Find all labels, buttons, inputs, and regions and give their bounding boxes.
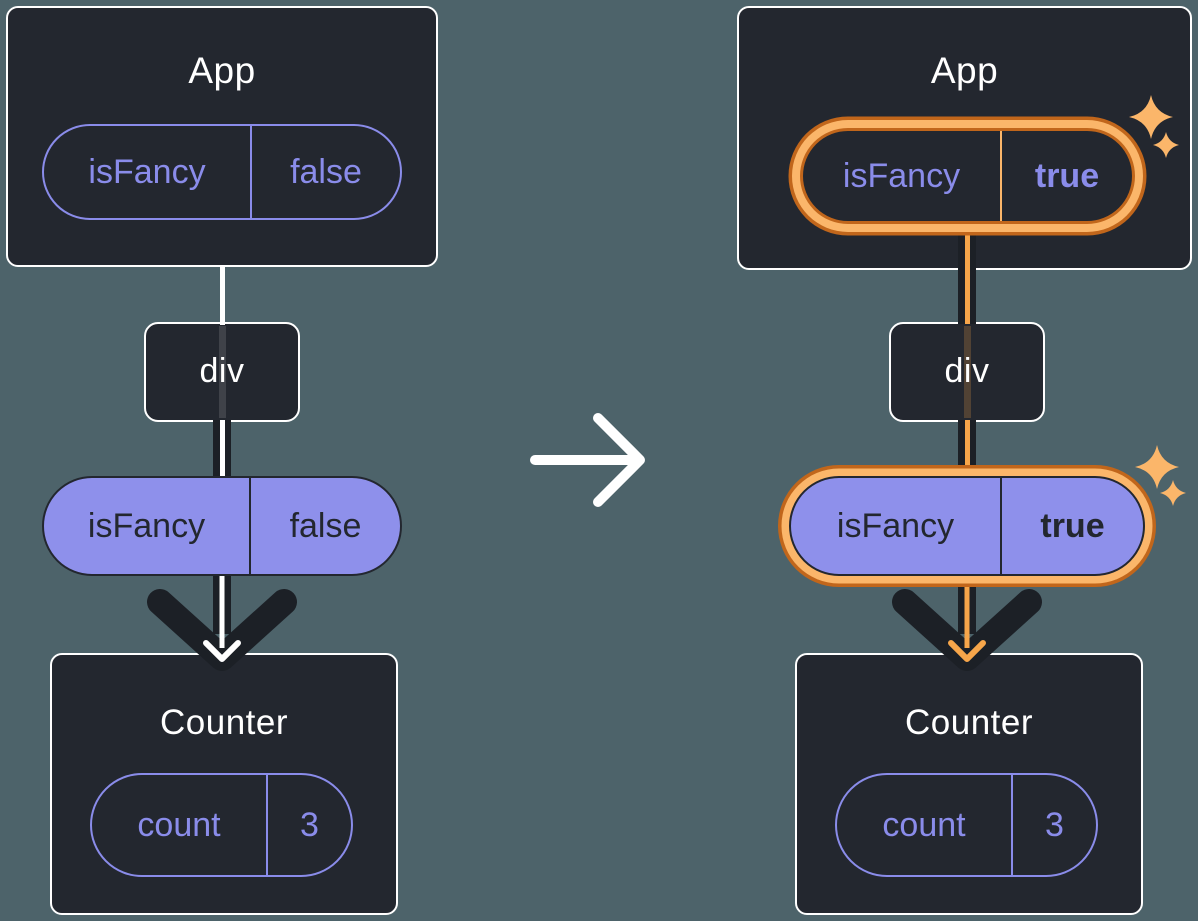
- pill-value: 3: [300, 805, 319, 844]
- counter-state-pill: count 3: [835, 773, 1098, 877]
- counter-node-title: Counter: [904, 703, 1034, 742]
- prop-flow-through-div: [218, 326, 226, 418]
- app-state-pill: isFancy false: [42, 124, 402, 220]
- pill-value: true: [1034, 156, 1100, 195]
- div-node: div: [144, 322, 300, 422]
- counter-state-pill: count 3: [90, 773, 353, 877]
- prop-flow-stripe: [964, 420, 970, 479]
- pill-value: true: [1040, 506, 1105, 545]
- passed-prop-pill-highlighted: isFancy true: [789, 476, 1145, 576]
- transition-arrow-icon: [530, 413, 645, 507]
- prop-flow-stripe: [964, 230, 970, 324]
- sparkle-icon-large: [1135, 445, 1179, 489]
- pill-value: false: [289, 506, 362, 545]
- prop-flow-stripe: [219, 420, 225, 479]
- app-node-title: App: [930, 50, 999, 91]
- sparkle-icon-large: [1129, 95, 1173, 139]
- div-node-title: div: [199, 352, 245, 390]
- pill-key: isFancy: [791, 478, 1002, 574]
- app-node-title: App: [188, 50, 256, 91]
- prop-arrow: [147, 572, 297, 671]
- pill-key: isFancy: [803, 131, 1002, 221]
- sparkle-icon-small: [1153, 132, 1179, 158]
- sparkle-icon-small: [1160, 480, 1186, 506]
- prop-flow-through-div: [963, 326, 971, 418]
- pill-key: count: [837, 775, 1013, 875]
- pill-key: count: [92, 775, 268, 875]
- passed-prop-pill: isFancy false: [42, 476, 402, 576]
- pill-value: 3: [1045, 805, 1064, 844]
- counter-node-title: Counter: [159, 703, 289, 742]
- div-node-title: div: [944, 352, 990, 390]
- pill-value: false: [290, 152, 362, 191]
- prop-arrow: [892, 572, 1042, 671]
- div-node: div: [889, 322, 1045, 422]
- pill-key: isFancy: [44, 126, 252, 218]
- pill-key: isFancy: [44, 478, 251, 574]
- app-state-pill-highlighted: isFancy true: [800, 128, 1135, 224]
- edge-app-to-div: [219, 265, 225, 325]
